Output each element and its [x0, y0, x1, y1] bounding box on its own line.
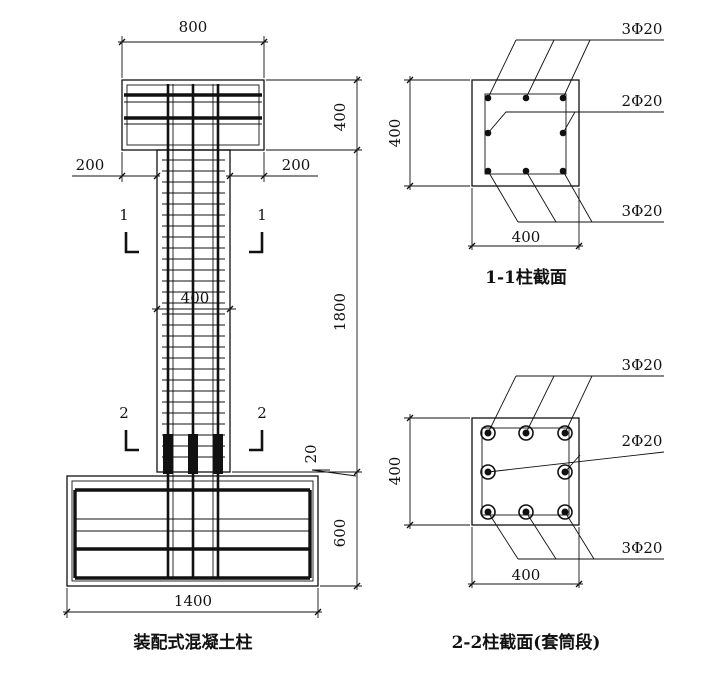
rebar-dot [561, 508, 569, 516]
base-inner [71, 480, 314, 582]
rebar-1-bottom-label: 3Φ20 [622, 202, 663, 220]
sleeve-ring [480, 425, 496, 441]
sleeve-coupler [213, 434, 223, 474]
sleeve-ring [557, 425, 573, 441]
rebar-2-bottom-label: 3Φ20 [622, 539, 663, 557]
sleeve-coupler [163, 434, 173, 474]
dim-left-offset: 200 [76, 156, 105, 174]
sleeve-ring [557, 504, 573, 520]
dim-section-1-width: 400 [512, 228, 541, 246]
sleeve-ring [557, 464, 573, 480]
dim-right-offset: 200 [282, 156, 311, 174]
dim-base-height: 600 [331, 519, 349, 548]
section-1-1: 3Φ20 2Φ20 3Φ20 400 400 1-1柱截面 [386, 20, 664, 288]
sleeve-ring [480, 464, 496, 480]
section-mark-2-right [249, 430, 264, 452]
section-1-outline [471, 79, 580, 187]
dim-base-width: 1400 [174, 592, 212, 610]
column-caption: 装配式混凝土柱 [133, 632, 253, 653]
section-1-stirrup [484, 93, 567, 175]
dim-shaft-width: 400 [181, 289, 210, 307]
sleeve-coupler [188, 434, 198, 474]
dim-section-2-height: 400 [386, 457, 404, 486]
column-elevation: 800 400 1800 600 20 200 200 [63, 18, 362, 653]
svg-text:2: 2 [119, 404, 129, 422]
sleeve-ring [518, 425, 534, 441]
dim-shaft-height: 1800 [331, 293, 349, 331]
dim-gap: 20 [302, 444, 320, 463]
svg-text:1: 1 [257, 206, 267, 224]
svg-text:1: 1 [119, 206, 129, 224]
svg-text:2: 2 [257, 404, 267, 422]
dim-cap-height: 400 [331, 103, 349, 132]
rebar-2-top-label: 3Φ20 [622, 356, 663, 374]
section-2-2: 3Φ20 2Φ20 3Φ20 400 400 2-2柱截面(套筒段) [386, 356, 665, 653]
dim-section-2-width: 400 [512, 566, 541, 584]
sleeve-ring [480, 504, 496, 520]
sleeve-ring [518, 504, 534, 520]
rebar-1-top-label: 3Φ20 [622, 20, 663, 38]
section-mark-1-right [249, 232, 264, 254]
section-mark-1-left [124, 232, 139, 254]
column-base [66, 475, 319, 587]
section-2-outline [471, 417, 580, 526]
section-1-caption: 1-1柱截面 [485, 267, 567, 288]
section-2-caption: 2-2柱截面(套筒段) [452, 632, 601, 653]
rebar-1-mid-label: 2Φ20 [622, 92, 663, 110]
dim-section-1-height: 400 [386, 119, 404, 148]
rebar-2-mid-label: 2Φ20 [622, 432, 663, 450]
dim-cap-width: 800 [179, 18, 208, 36]
section-mark-2-left [124, 430, 139, 452]
